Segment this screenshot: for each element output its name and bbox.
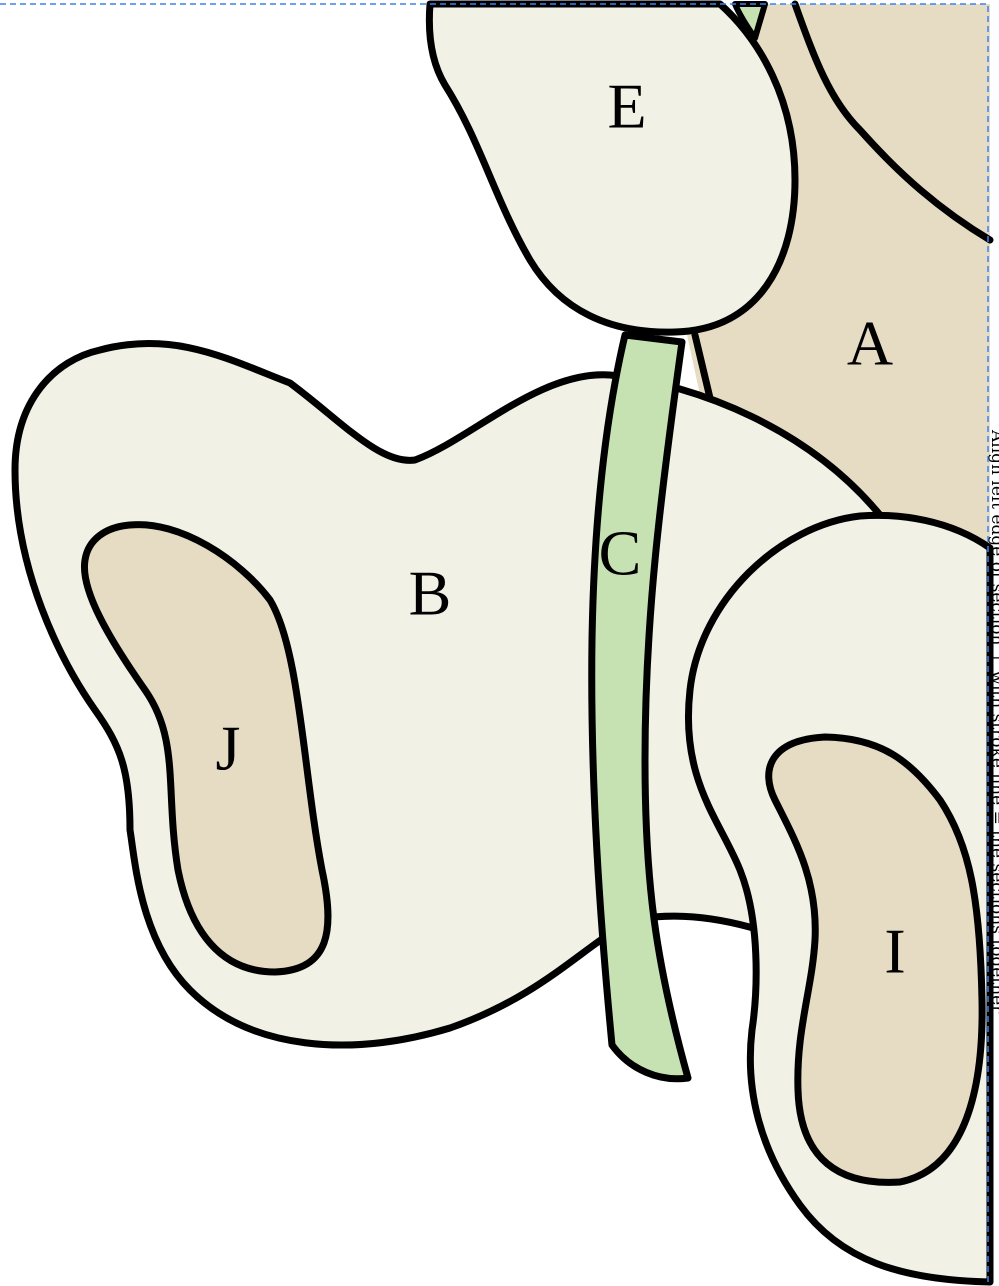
- label-j: J: [216, 713, 241, 784]
- label-c: C: [599, 518, 642, 589]
- region-e: [429, 4, 795, 332]
- label-b: B: [409, 558, 452, 629]
- label-e: E: [607, 71, 646, 142]
- label-a: A: [847, 308, 893, 379]
- label-i: I: [884, 916, 905, 987]
- edge-note: Align left edge of section ↑ with stroke…: [987, 429, 999, 1014]
